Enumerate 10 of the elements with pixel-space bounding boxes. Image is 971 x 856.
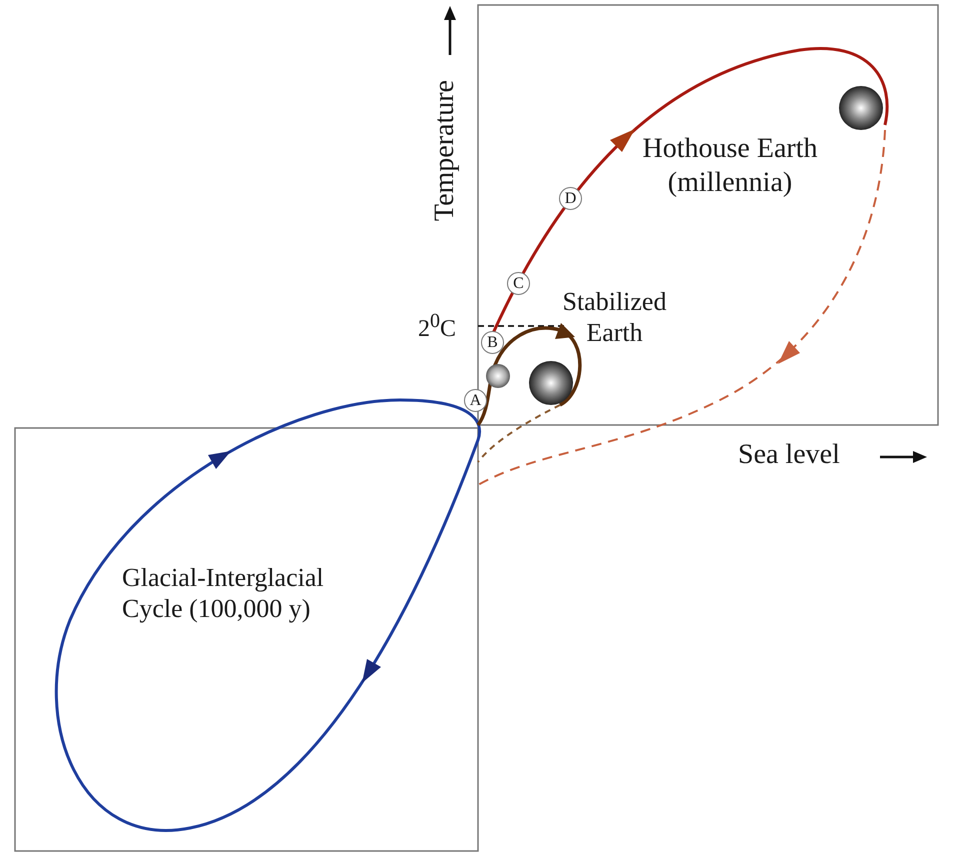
axis-title: Temperature [428,80,461,222]
axis-title: Sea level [738,438,840,472]
callout-letter: C [507,272,530,295]
callout-letter: B [481,331,504,354]
state-label: Stabilized Earth [562,286,668,348]
callout-letter: D [559,187,582,210]
callout-letter: A [464,389,487,412]
threshold-label: 2$^{0}$C [418,309,456,344]
cycle-label: Glacial-Interglacial Cycle (100,000 y) [122,562,325,624]
state-label: Hothouse Earth (millennia) [642,132,818,200]
